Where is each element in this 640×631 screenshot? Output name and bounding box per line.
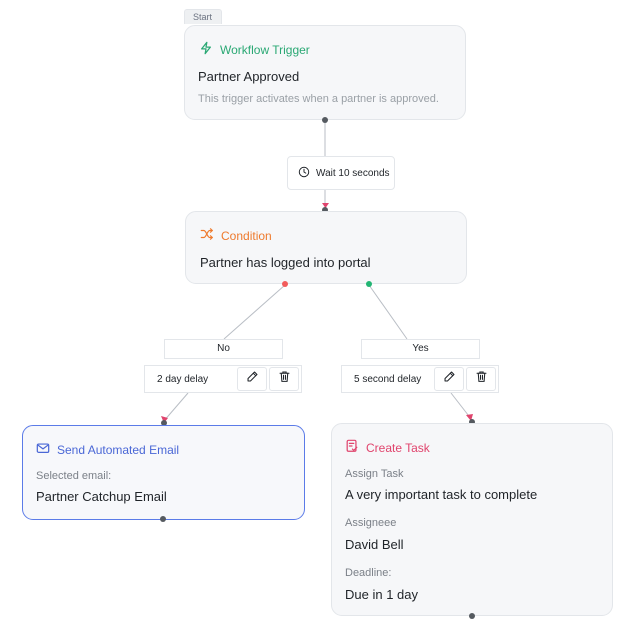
selected-email-value: Partner Catchup Email <box>36 489 167 504</box>
edge-yes-branch <box>368 284 408 340</box>
selected-email-label: Selected email: <box>36 470 112 482</box>
trigger-name: Partner Approved <box>198 69 300 84</box>
task-input-port[interactable] <box>469 419 475 425</box>
deadline-value: Due in 1 day <box>345 587 418 602</box>
trigger-output-port[interactable] <box>322 117 328 123</box>
no-branch-port[interactable] <box>282 281 288 287</box>
clock-icon <box>298 166 310 181</box>
delete-delay-button[interactable] <box>466 367 496 391</box>
assign-task-label: Assign Task <box>345 468 404 480</box>
branch-label-yes: Yes <box>361 339 480 359</box>
no-branch-delay[interactable]: 2 day delay <box>144 365 302 393</box>
yes-delay-text: 5 second delay <box>354 373 422 385</box>
lightning-icon <box>199 41 213 58</box>
assignee-label: Assigneee <box>345 517 397 529</box>
email-header: Send Automated Email <box>36 441 179 458</box>
condition-node[interactable]: Condition Partner has logged into portal <box>185 211 467 284</box>
edit-delay-button[interactable] <box>237 367 267 391</box>
task-header: Create Task <box>345 439 430 456</box>
send-email-node[interactable]: Send Automated Email Selected email: Par… <box>22 425 305 520</box>
email-output-port[interactable] <box>160 516 166 522</box>
email-title: Send Automated Email <box>57 442 180 457</box>
edit-delay-button[interactable] <box>434 367 464 391</box>
trigger-header: Workflow Trigger <box>199 41 310 58</box>
start-tag: Start <box>184 9 222 24</box>
workflow-trigger-node[interactable]: Workflow Trigger Partner Approved This t… <box>184 25 466 120</box>
yes-branch-port[interactable] <box>366 281 372 287</box>
edge-no-to-email <box>162 392 189 423</box>
create-task-node[interactable]: Create Task Assign Task A very important… <box>331 423 613 616</box>
pencil-icon <box>443 370 456 388</box>
assignee-value: David Bell <box>345 537 404 552</box>
email-input-port[interactable] <box>161 420 167 426</box>
no-delay-text: 2 day delay <box>157 373 209 385</box>
trash-icon <box>475 370 488 388</box>
task-output-port[interactable] <box>469 613 475 619</box>
mail-icon <box>36 441 50 458</box>
yes-branch-delay[interactable]: 5 second delay <box>341 365 499 393</box>
edge-no-branch <box>223 284 286 340</box>
condition-title: Condition <box>221 228 272 243</box>
deadline-label: Deadline: <box>345 567 392 579</box>
wait-step[interactable]: Wait 10 seconds <box>287 156 395 190</box>
pencil-icon <box>246 370 259 388</box>
shuffle-icon <box>200 227 214 244</box>
task-icon <box>345 439 359 456</box>
trigger-title: Workflow Trigger <box>220 42 310 57</box>
delete-delay-button[interactable] <box>269 367 299 391</box>
condition-header: Condition <box>200 227 272 244</box>
assign-task-value: A very important task to complete <box>345 487 538 502</box>
branch-label-no: No <box>164 339 283 359</box>
condition-text: Partner has logged into portal <box>200 255 371 270</box>
edge-yes-to-task <box>450 392 473 421</box>
trash-icon <box>278 370 291 388</box>
trigger-description: This trigger activates when a partner is… <box>198 93 439 105</box>
condition-input-port[interactable] <box>322 207 328 213</box>
task-title: Create Task <box>366 440 430 455</box>
wait-label: Wait 10 seconds <box>316 167 390 179</box>
